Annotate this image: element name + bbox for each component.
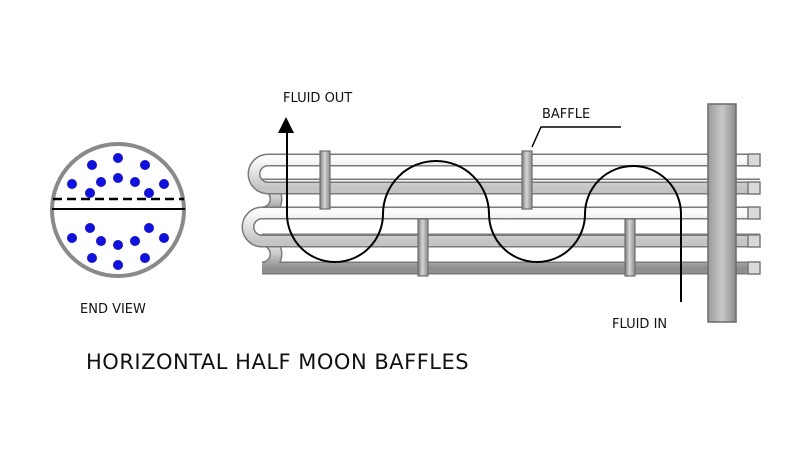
tube-dot [87, 160, 97, 170]
tube-dot [67, 179, 77, 189]
tube-bundle [241, 153, 761, 275]
baffle-bottom [624, 218, 636, 277]
tube-dot [113, 260, 123, 270]
tube-dots-lower [67, 223, 169, 270]
tube-dot [87, 253, 97, 263]
tube-end [747, 261, 761, 275]
tube-dot [159, 179, 169, 189]
baffle-leader-line [531, 126, 621, 148]
end-view [50, 142, 186, 278]
tube-dot [96, 236, 106, 246]
baffle-label: BAFFLE [542, 107, 590, 122]
arrow-up-icon [278, 117, 294, 133]
diagram-title: HORIZONTAL HALF MOON BAFFLES [86, 350, 469, 374]
fluid-in-label: FLUID IN [612, 317, 667, 332]
tube-dot [144, 223, 154, 233]
fluid-out-label: FLUID OUT [283, 91, 352, 106]
tube-dot [140, 160, 150, 170]
tube-dot [67, 233, 77, 243]
flow-path [278, 117, 682, 302]
tube-end [747, 234, 761, 248]
baffles [319, 150, 636, 277]
tube-dot [130, 236, 140, 246]
tube-dot [96, 177, 106, 187]
u-tube [249, 155, 760, 193]
tube-dot [113, 153, 123, 163]
tube-end [747, 181, 761, 195]
tube-dot [85, 188, 95, 198]
tube-end [747, 153, 761, 167]
baffle-top [521, 150, 533, 210]
tube-dot [85, 223, 95, 233]
tube-dot [140, 253, 150, 263]
tube-dot [113, 240, 123, 250]
tube-ends [747, 153, 761, 275]
tube-end [747, 206, 761, 220]
tube-dot [113, 173, 123, 183]
baffle-top [319, 150, 331, 210]
flow-line [286, 132, 682, 302]
baffle-bottom [417, 218, 429, 277]
tube-dot [159, 233, 169, 243]
tube-dot [144, 188, 154, 198]
tube-dot [130, 177, 140, 187]
end-view-label: END VIEW [80, 302, 146, 317]
tube-dots-upper [67, 153, 169, 198]
u-tube [243, 208, 755, 246]
tube-sheet [707, 103, 737, 323]
